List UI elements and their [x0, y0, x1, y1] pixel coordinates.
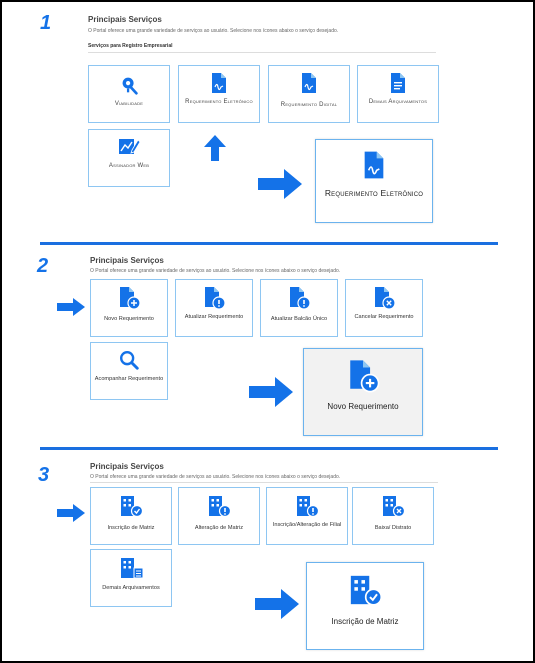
- arrow-right-icon: [258, 169, 302, 199]
- search-icon: [120, 351, 139, 370]
- card-baixa-distrato[interactable]: Baixa/ Distrato: [352, 487, 434, 545]
- document-signature-icon: [364, 151, 384, 179]
- arrow-right-icon: [249, 377, 293, 407]
- section2-title: Principais Serviços: [90, 256, 164, 265]
- card-label: Cancelar Requerimento: [354, 314, 414, 320]
- card-label: Acompanhar Requerimento: [94, 376, 164, 382]
- card-label: Demais Arquivamentos: [368, 99, 428, 105]
- step-number-3: 3: [38, 464, 50, 486]
- document-alert-icon: [290, 287, 311, 310]
- card-demais-arquivamentos[interactable]: Demais Arquivamentos: [357, 65, 439, 123]
- card-label: Assinador Web: [108, 163, 150, 169]
- document-signature-icon: [212, 73, 226, 93]
- section1-underline: [88, 52, 436, 53]
- step-number-1: 1: [40, 12, 52, 34]
- document-lines-icon: [391, 73, 405, 93]
- building-alert-icon: [297, 496, 320, 518]
- arrow-right-icon: [255, 589, 299, 619]
- card-cancelar-requerimento[interactable]: Cancelar Requerimento: [345, 279, 423, 337]
- card-inscricao-de-matriz[interactable]: Inscrição de Matriz: [90, 487, 172, 545]
- arrow-right-icon: [57, 504, 85, 522]
- card-label: Requerimento Digital: [280, 102, 338, 108]
- zoom-label: Novo Requerimento: [327, 402, 399, 411]
- building-alert-icon: [209, 496, 232, 518]
- building-check-icon: [350, 575, 383, 606]
- section3-title: Principais Serviços: [90, 462, 164, 471]
- section2-subtitle: O Portal oferece uma grande variedade de…: [90, 268, 341, 274]
- document-alert-icon: [205, 287, 226, 310]
- section1-title: Principais Serviços: [88, 15, 162, 24]
- card-label: Demais Arquivamentos: [102, 585, 160, 591]
- zoom-card-requerimento-eletronico[interactable]: Requerimento Eletrônico: [315, 139, 433, 223]
- card-label: Atualizar Balcão Único: [270, 316, 328, 322]
- card-label: Inscrição/Alteração de Filial: [272, 522, 342, 528]
- section3-underline: [90, 482, 438, 483]
- building-check-icon: [121, 496, 144, 518]
- building-list-icon: [121, 558, 144, 579]
- card-label: Baixa/ Distrato: [374, 525, 412, 531]
- building-cancel-icon: [383, 496, 406, 518]
- card-label: Requerimento Eletrônico: [185, 99, 253, 105]
- arrow-up-icon: [204, 135, 226, 161]
- card-requerimento-eletronico[interactable]: Requerimento Eletrônico: [178, 65, 260, 123]
- zoom-card-novo-requerimento[interactable]: Novo Requerimento: [303, 348, 423, 436]
- card-label: Inscrição de Matriz: [107, 525, 155, 531]
- chart-pen-icon: [119, 139, 141, 154]
- card-acompanhar-requerimento[interactable]: Acompanhar Requerimento: [90, 342, 168, 400]
- step-number-2: 2: [37, 255, 49, 277]
- card-atualizar-requerimento[interactable]: Atualizar Requerimento: [175, 279, 253, 337]
- document-plus-icon: [350, 360, 380, 393]
- divider-1: [40, 242, 498, 245]
- card-novo-requerimento[interactable]: Novo Requerimento: [90, 279, 168, 337]
- card-inscricao-alteracao-de-filial[interactable]: Inscrição/Alteração de Filial: [266, 487, 348, 545]
- card-label: Alteração de Matriz: [194, 525, 244, 531]
- card-label: Atualizar Requerimento: [184, 314, 244, 320]
- card-atualizar-balcao-unico[interactable]: Atualizar Balcão Único: [260, 279, 338, 337]
- section1-subtitle: O Portal oferece uma grande variedade de…: [88, 28, 339, 34]
- document-plus-icon: [120, 287, 141, 310]
- location-search-icon: [122, 77, 138, 95]
- divider-2: [40, 447, 498, 450]
- zoom-label: Requerimento Eletrônico: [324, 188, 424, 198]
- section1-category-label: Serviços para Registro Empresarial: [88, 43, 173, 49]
- zoom-label: Inscrição de Matriz: [331, 617, 399, 626]
- card-label: Novo Requerimento: [104, 316, 154, 322]
- card-demais-arquivamentos[interactable]: Demais Arquivamentos: [90, 549, 172, 607]
- card-viabilidade[interactable]: Viabilidade: [88, 65, 170, 123]
- document-signature-icon: [302, 73, 316, 93]
- section3-subtitle: O Portal oferece uma grande variedade de…: [90, 474, 341, 480]
- document-cancel-icon: [375, 287, 396, 310]
- card-requerimento-digital[interactable]: Requerimento Digital: [268, 65, 350, 123]
- zoom-card-inscricao-de-matriz[interactable]: Inscrição de Matriz: [306, 562, 424, 650]
- card-alteracao-de-matriz[interactable]: Alteração de Matriz: [178, 487, 260, 545]
- card-assinador-web[interactable]: Assinador Web: [88, 129, 170, 187]
- card-label: Viabilidade: [114, 101, 144, 107]
- arrow-right-icon: [57, 298, 85, 316]
